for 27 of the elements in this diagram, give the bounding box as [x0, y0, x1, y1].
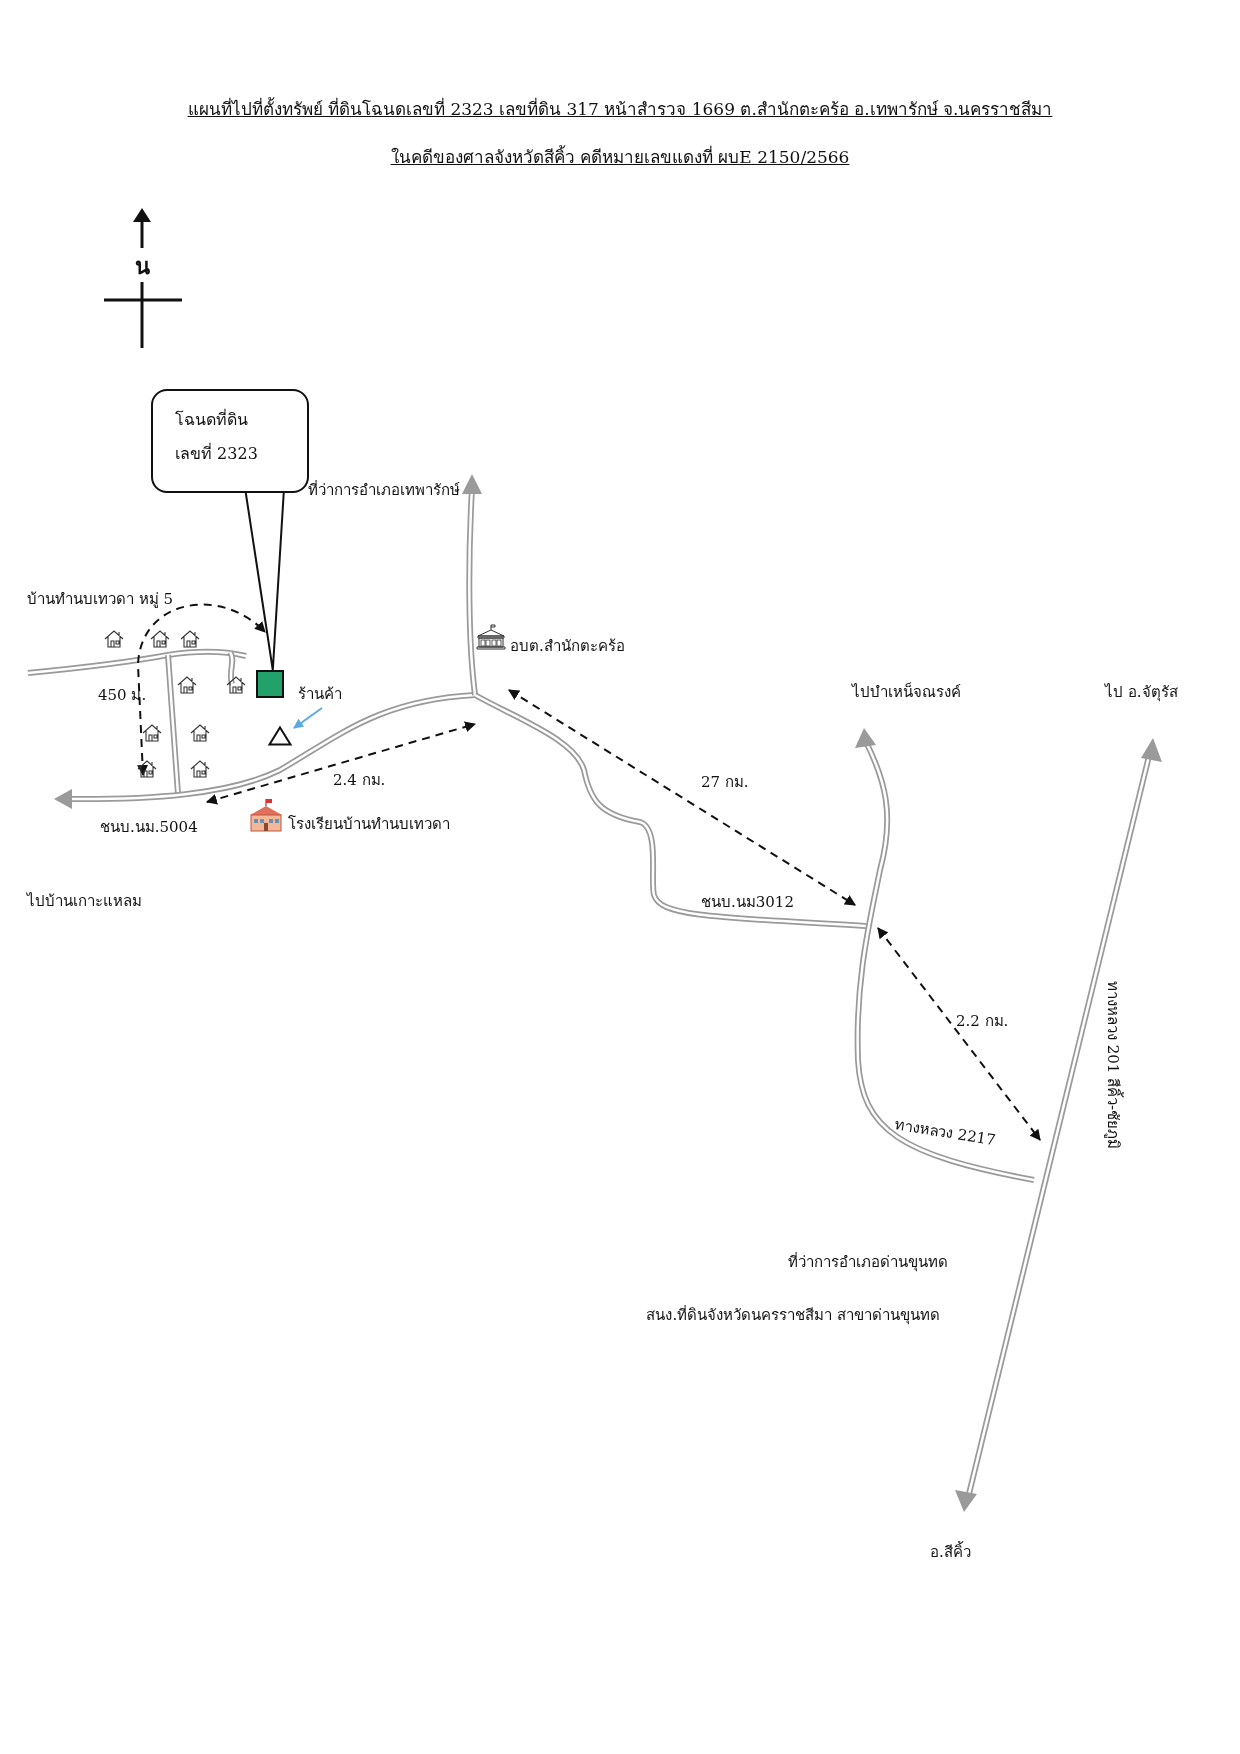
map-subtitle: ในคดีของศาลจังหวัดสีคิ้ว คดีหมายเลขแดงที่ ผบE 2150/2566 — [389, 146, 851, 169]
road-label: ทางหลวง 201 สีคิ้ว-ชัยภูมิ — [1102, 980, 1122, 1150]
place-label: ที่ว่าการอำเภอด่านขุนทด — [788, 1253, 948, 1273]
distance-label: 2.4 กม. — [333, 771, 386, 791]
map-title: แผนที่ไปที่ตั้งทรัพย์ ที่ดินโฉนดเลขที่ 2323 เลขที่ดิน 317 หน้าสำรวจ 1669 ต.สำนักตะคร้อ อ.เทพารักษ์ จ.นครราชสีมา — [186, 98, 1054, 121]
place-label: ที่ว่าการอำเภอเทพารักษ์ — [308, 481, 460, 501]
road-label: ทางหลวง 2217 — [893, 1115, 997, 1151]
road-label: ชนบ.นม3012 — [701, 893, 794, 913]
road-label: ชนบ.นม.5004 — [100, 818, 198, 838]
distance-label: 2.2 กม. — [956, 1012, 1009, 1032]
direction-label: ไปบ้านเกาะแหลม — [27, 892, 142, 912]
direction-label: ไปบำเหน็จณรงค์ — [852, 683, 961, 703]
north-label: น — [134, 252, 150, 281]
place-label: สนง.ที่ดินจังหวัดนครราชสีมา สาขาด่านขุนทด — [646, 1306, 940, 1326]
place-label: อบต.สำนักตะคร้อ — [510, 637, 625, 657]
callout-pointer — [244, 492, 285, 671]
direction-label: ไป อ.จัตุรัส — [1105, 683, 1178, 703]
distance-label: 450 ม. — [98, 686, 147, 706]
distance-label: 27 กม. — [701, 773, 749, 793]
land-parcel-marker — [256, 670, 284, 698]
shop-triangle-marker — [268, 726, 292, 746]
place-label: โรงเรียนบ้านทำนบเทวดา — [288, 815, 450, 835]
direction-label: อ.สีคิ้ว — [930, 1543, 971, 1563]
pointer-arrow — [293, 707, 323, 729]
place-label: บ้านทำนบเทวดา หมู่ 5 — [27, 590, 174, 610]
place-label: ร้านค้า — [298, 685, 342, 705]
callout-box: โฉนดที่ดิน เลขที่ 2323 — [151, 389, 309, 493]
